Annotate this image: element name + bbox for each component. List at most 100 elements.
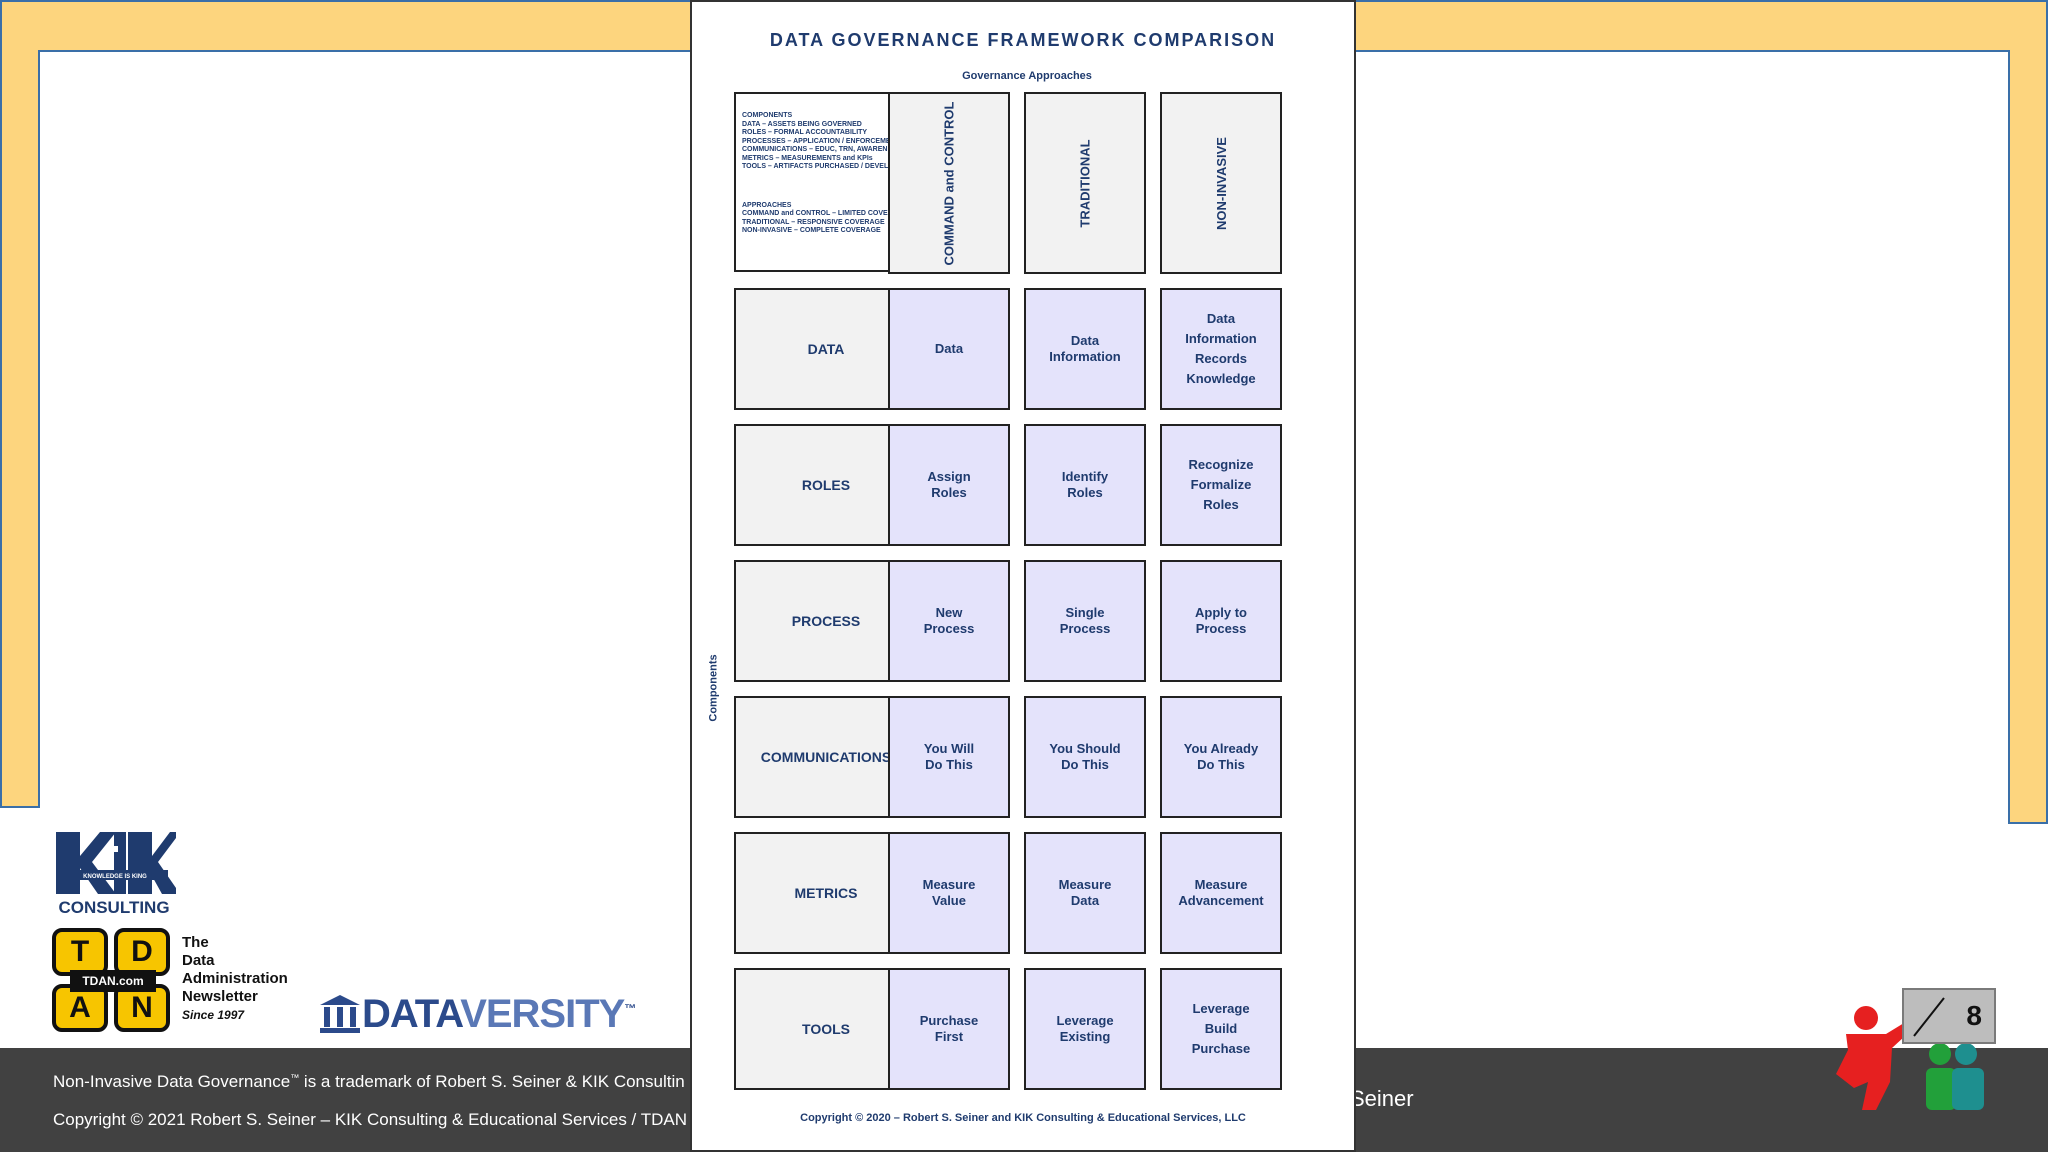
presenter-icon (1836, 1002, 1984, 1110)
approach-header-1: TRADITIONAL (1024, 92, 1146, 274)
legend-line: COMMUNICATIONS – EDUC, TRN, AWARENESS (742, 146, 902, 153)
value-line: Do This (925, 757, 973, 772)
value-line: Records (1194, 351, 1248, 366)
value-line: Do This (1197, 757, 1245, 772)
footer-trademark-text: Non-Invasive Data Governance (53, 1072, 291, 1091)
value-line: Data (1070, 333, 1100, 348)
value-line: Process (1059, 621, 1111, 636)
value-line: Knowledge (1186, 371, 1256, 386)
legend-approaches-heading: APPROACHES (742, 201, 792, 209)
dataversity-logo: DATAVERSITY™ (318, 990, 636, 1038)
legend-components-heading: COMPONENTS (742, 112, 793, 119)
component-cell: ROLES (734, 424, 918, 546)
slide-frame-right (2008, 50, 2048, 824)
legend-line: TOOLS – ARTIFACTS PURCHASED / DEVELOPED (742, 163, 909, 170)
approach-value-cell: Data (888, 288, 1010, 410)
value-line: Data (1070, 893, 1100, 908)
tdan-letter-t: T (52, 928, 108, 976)
value-line: Build (1204, 1021, 1238, 1036)
components-label-text: Components (708, 654, 721, 722)
value-line: Measure (1194, 877, 1248, 892)
document-title: DATA GOVERNANCE FRAMEWORK COMPARISON (769, 30, 1277, 50)
legend-line: DATA – ASSETS BEING GOVERNED (742, 120, 862, 128)
tdan-line: Data (182, 952, 215, 969)
value-line: Measure (1058, 877, 1112, 892)
value-line: You Will (923, 741, 975, 756)
approach-header-0: COMMAND and CONTROL (888, 92, 1010, 274)
footer-trademark-rest: is a trademark of Robert S. Seiner & KIK… (299, 1072, 685, 1091)
component-cell: DATA (734, 288, 918, 410)
legend-line: ROLES – FORMAL ACCOUNTABILITY (742, 129, 868, 136)
legend-line: COMMAND and CONTROL – LIMITED COVERAGE (742, 210, 908, 217)
value-line: Roles (931, 485, 967, 500)
tdan-domain: TDAN.com (70, 970, 156, 992)
approach-header-label: NON-INVASIVE (1213, 136, 1229, 230)
tdan-newsletter-text: The Data Administration Newsletter Since… (182, 934, 288, 1024)
value-line: Advancement (1178, 893, 1264, 908)
value-line: Assign (927, 469, 971, 484)
value-line: First (934, 1029, 964, 1044)
value-line: Measure (922, 877, 976, 892)
value-line: Purchase (919, 1013, 979, 1028)
value-line: Information (1049, 349, 1121, 364)
value-line: New (935, 605, 963, 620)
component-cell: METRICS (734, 832, 918, 954)
value-line: Process (923, 621, 975, 636)
dataversity-wordmark: DATAVERSITY™ (362, 992, 636, 1037)
slash-icon (1913, 997, 1945, 1037)
value-line: Data (1206, 311, 1236, 326)
tdan-letter-d: D (114, 928, 170, 976)
value-line: You Already (1183, 741, 1259, 756)
component-cell: TOOLS (734, 968, 918, 1090)
value-line: Purchase (1191, 1041, 1251, 1056)
approach-header-label: COMMAND and CONTROL (941, 101, 957, 265)
kik-logo-icon: KNOWLEDGE IS KING (52, 828, 176, 898)
component-cell: PROCESS (734, 560, 918, 682)
components-axis-label: Components (694, 638, 734, 738)
footer-tm: ™ (290, 1072, 300, 1083)
value-line: Do This (1061, 757, 1109, 772)
document-copyright: Copyright © 2020 – Robert S. Seiner and … (800, 1112, 1246, 1124)
tdan-logo: T D A N TDAN.com (52, 928, 172, 1034)
value-line: Information (1185, 331, 1257, 346)
pillar-icon (320, 995, 360, 1033)
value-line: Recognize (1188, 457, 1254, 472)
legend-line: PROCESSES – APPLICATION / ENFORCEMENT (742, 137, 900, 145)
legend-line: METRICS – MEASUREMENTS and KPIs (742, 154, 873, 162)
value-line: You Should (1049, 741, 1121, 756)
tdan-line: The (182, 934, 209, 951)
tdan-line: Administration (182, 970, 288, 987)
tdan-letter-n: N (114, 984, 170, 1032)
page-number: 8 (1966, 1000, 1982, 1031)
footer-right-fragment: Seiner (1350, 1086, 1414, 1111)
dataversity-tm: ™ (624, 1001, 636, 1016)
value-line: Roles (1203, 497, 1239, 512)
component-cell: COMMUNICATIONS (734, 696, 918, 818)
footer-copyright-line: Copyright © 2021 Robert S. Seiner – KIK … (53, 1110, 687, 1129)
value-line: Single (1065, 605, 1105, 620)
legend-line: NON-INVASIVE – COMPLETE COVERAGE (742, 227, 881, 234)
approach-header-label: TRADITIONAL (1077, 138, 1093, 228)
value-line: Apply to (1195, 605, 1247, 620)
value-line: Existing (1059, 1029, 1111, 1044)
slide-frame-left (0, 50, 40, 808)
value-line: Identify (1061, 469, 1109, 484)
legend-line: TRADITIONAL – RESPONSIVE COVERAGE (742, 218, 885, 226)
footer-trademark-line: Non-Invasive Data Governance™ is a trade… (53, 1072, 685, 1092)
value-line: Data (934, 341, 964, 356)
tdan-line: Newsletter (182, 988, 258, 1005)
